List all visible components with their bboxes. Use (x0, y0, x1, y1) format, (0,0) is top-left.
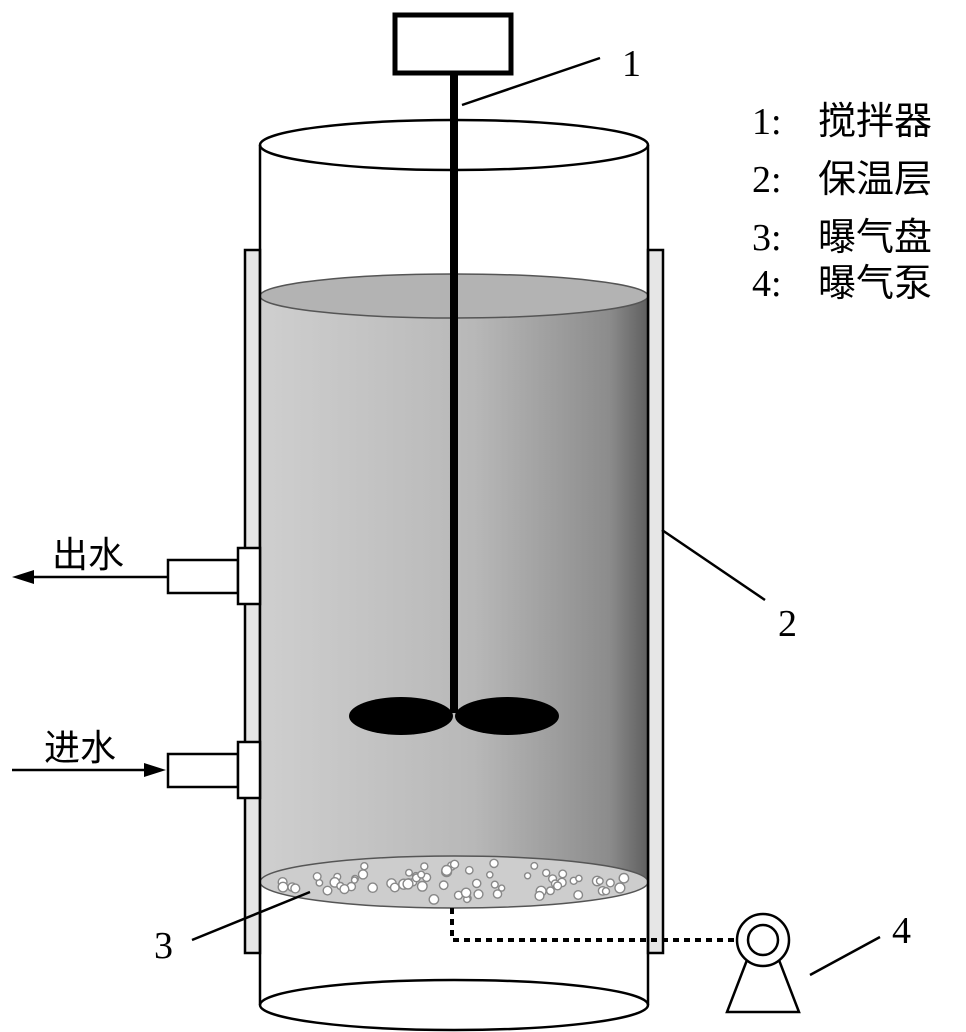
inlet-arrow (12, 763, 166, 777)
aeration-bubble (322, 885, 333, 896)
aeration-bubble (402, 878, 414, 890)
part-number-2: 2 (778, 603, 797, 645)
legend-text-1: 搅拌器 (818, 99, 932, 143)
aeration-bubble (534, 890, 545, 902)
aeration-bubble (575, 874, 583, 883)
legend-num-3: 3: (752, 217, 782, 259)
air-line (450, 908, 738, 942)
aeration-bubble (405, 868, 414, 877)
aeration-bubble (441, 864, 453, 877)
legend-text-3: 曝气盘 (818, 215, 932, 259)
aeration-bubble (449, 859, 460, 869)
aeration-pump (725, 912, 801, 1014)
legend-num-4: 4: (752, 263, 782, 305)
legend-text-2: 保温层 (818, 157, 932, 201)
aeration-bubble (312, 872, 322, 882)
aeration-bubble (595, 877, 604, 886)
aeration-bubble (350, 876, 359, 884)
aeration-bubble (428, 894, 440, 905)
aeration-bubble (473, 889, 484, 900)
aeration-bubble (530, 861, 539, 870)
stirrer (349, 12, 559, 735)
outlet-label: 出水 (52, 535, 124, 576)
part-number-1: 1 (622, 43, 641, 85)
aeration-bubble (471, 878, 482, 889)
aeration-bubble (545, 886, 555, 896)
aeration-bubble (360, 862, 369, 871)
part-number-4: 4 (892, 910, 911, 952)
stirrer-shaft (450, 73, 458, 713)
legend-num-2: 2: (752, 159, 782, 201)
aeration-bubble (492, 889, 503, 899)
leader-line-3 (191, 890, 311, 942)
aeration-bubble (485, 871, 494, 879)
aeration-bubble (542, 868, 551, 878)
aeration-bubble (464, 865, 474, 875)
legend-num-1: 1: (752, 101, 782, 143)
legend-text-4: 曝气泵 (818, 261, 932, 305)
leader-line-1 (461, 56, 601, 107)
aeration-bubble (367, 882, 379, 894)
aeration-bubble (417, 870, 426, 879)
aeration-bubble (389, 882, 400, 893)
stirrer-blade-right (455, 697, 559, 735)
leader-line-2 (661, 528, 766, 602)
inlet-label: 进水 (44, 728, 116, 769)
aeration-bubble (498, 884, 506, 892)
aeration-bubble (290, 883, 301, 894)
stirrer-blade-left (349, 697, 453, 735)
aeration-bubble (277, 881, 289, 893)
aeration-bubble (490, 880, 499, 889)
aeration-bubble (357, 869, 369, 880)
aeration-bubble (438, 880, 449, 891)
aeration-bubble (614, 882, 626, 894)
aeration-bubble (552, 881, 563, 891)
aeration-disc (259, 855, 649, 909)
aeration-bubble (420, 862, 429, 871)
insulation-layer-right (646, 248, 665, 955)
aeration-bubble (601, 887, 611, 896)
aeration-bubble (558, 869, 568, 879)
aeration-bubble (618, 872, 630, 884)
part-number-3: 3 (154, 925, 173, 967)
legend: 1: 搅拌器 2: 保温层 3: 曝气盘 4: 曝气泵 (752, 99, 932, 305)
inlet-pipe (166, 740, 262, 800)
aeration-bubble (489, 858, 499, 869)
outlet-pipe (166, 546, 262, 606)
stirrer-motor (392, 12, 514, 76)
outlet-arrow (12, 570, 168, 584)
aeration-bubble (339, 883, 350, 895)
leader-line-4 (809, 935, 881, 977)
reactor-cylinder (258, 118, 650, 1032)
aeration-bubble (460, 887, 472, 899)
aeration-bubble (605, 878, 615, 888)
aeration-bubble (416, 880, 428, 892)
aeration-bubble (523, 872, 532, 880)
aeration-bubble (573, 890, 584, 901)
